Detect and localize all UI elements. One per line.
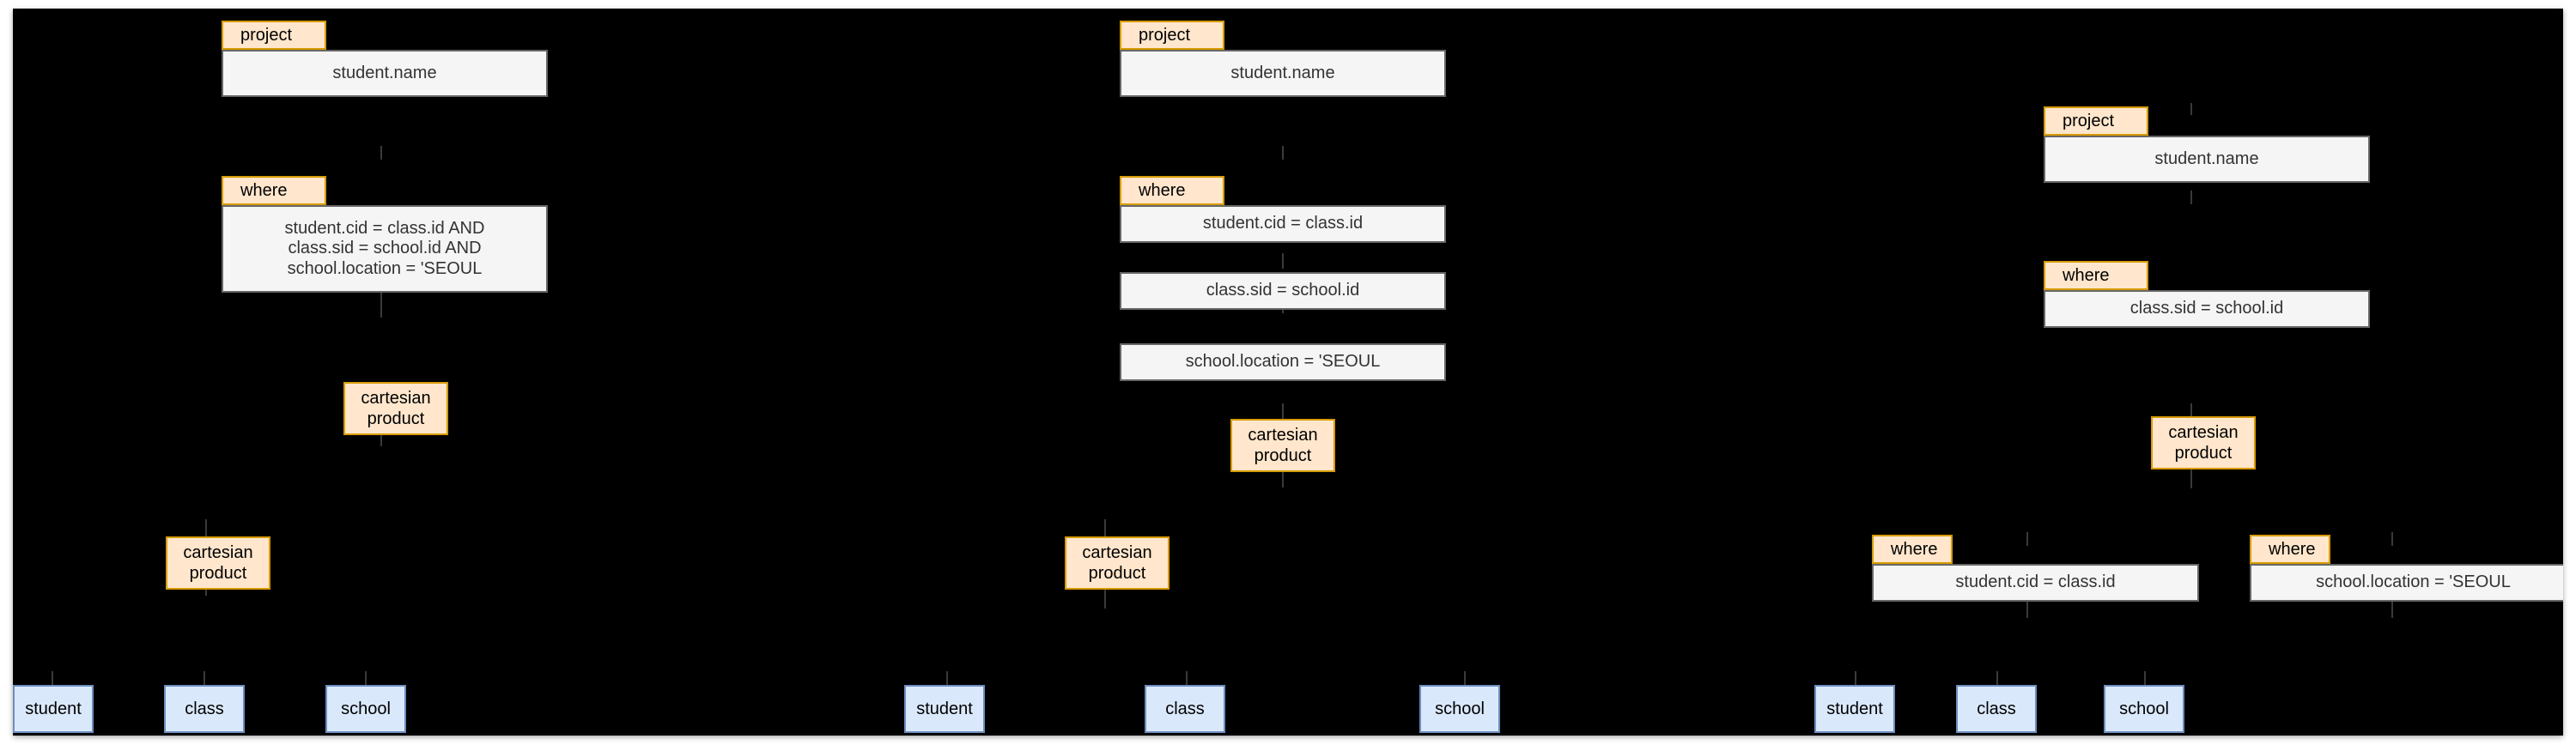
connector-stub [2190,469,2192,488]
plan3-relation-school-label: school [2119,699,2169,718]
plan3-relation-school[interactable]: school [2104,685,2184,733]
plan2-cartesian-lower-line1: cartesian [1082,542,1152,562]
plan3-where-body[interactable]: class.sid = school.id [2044,290,2370,328]
connector-stub [2190,191,2192,204]
plan1-cartesian-upper-line1: cartesian [361,388,431,408]
plan1-relation-school-label: school [341,699,391,718]
plan1-where-predicate-2: class.sid = school.id AND [288,239,482,258]
connector-stub [204,671,205,685]
connector-stub [2026,532,2028,546]
connector-stub [1464,671,1466,685]
plan3-where-join-tab-label: where [1891,540,1938,559]
connector-stub [1282,146,1284,160]
plan2-where-body[interactable]: student.cid = class.id [1120,205,1446,243]
plan3-relation-student[interactable]: student [1814,685,1895,733]
plan3-relation-class-label: class [1977,699,2016,718]
plan2-project-body[interactable]: student.name [1120,50,1446,97]
connector-stub [2144,671,2146,685]
connector-stub [380,146,382,160]
plan1-relation-class-label: class [185,699,224,718]
plan2-project-tab-label: project [1139,26,1191,45]
connector-stub [1282,403,1284,419]
plan2-relation-class-label: class [1165,699,1205,718]
plan2-cartesian-upper-line1: cartesian [1248,425,1318,445]
plan1-relation-school[interactable]: school [325,685,406,733]
plan3-where-filter-tab[interactable]: where [2250,535,2330,564]
connector-stub [52,671,53,685]
plan3-where-join-tab[interactable]: where [1872,535,1953,564]
plan2-where-body-3[interactable]: school.location = 'SEOUL [1120,343,1446,381]
connector-stub [2190,403,2192,417]
plan1-where-predicate-3: school.location = 'SEOUL [287,258,483,278]
plan2-where-predicate-3: school.location = 'SEOUL [1185,352,1381,372]
plan2-where-body-2[interactable]: class.sid = school.id [1120,272,1446,310]
plan3-project-tab-label: project [2063,112,2115,130]
plan2-relation-school-label: school [1435,699,1485,718]
connector-stub [2026,601,2028,618]
plan2-project-expression: student.name [1230,63,1335,82]
connector-stub [1186,671,1188,685]
diagram-canvas[interactable]: project student.name where student.cid =… [13,9,2563,736]
plan2-project-tab[interactable]: project [1120,21,1224,50]
connector-stub [2391,532,2393,546]
plan1-project-tab[interactable]: project [222,21,326,50]
plan1-cartesian-product-upper[interactable]: cartesian product [343,382,448,435]
plan1-project-tab-label: project [240,26,293,45]
plan2-where-predicate-2: class.sid = school.id [1206,281,1360,300]
plan2-where-tab-label: where [1139,181,1186,200]
plan1-relation-class[interactable]: class [164,685,245,733]
plan1-relation-student[interactable]: student [13,685,94,733]
plan3-where-filter-tab-label: where [2269,540,2316,559]
plan2-cartesian-upper-line2: product [1254,446,1312,465]
plan1-project-expression: student.name [332,63,437,82]
plan3-where-predicate: class.sid = school.id [2129,299,2284,318]
connector-stub [1104,519,1106,536]
connector-stub [1282,470,1284,488]
plan2-cartesian-product-upper[interactable]: cartesian product [1230,419,1335,472]
connector-stub [2391,601,2393,618]
plan3-where-tab[interactable]: where [2044,261,2148,290]
plan3-relation-student-label: student [1826,699,1883,718]
plan1-project-body[interactable]: student.name [222,50,548,97]
plan3-where-join-predicate: student.cid = class.id [1955,572,2116,592]
plan1-where-predicate-1: student.cid = class.id AND [284,218,485,238]
plan1-where-body[interactable]: student.cid = class.id AND class.sid = s… [222,205,548,293]
plan3-cartesian-product[interactable]: cartesian product [2151,416,2256,469]
connector-stub [205,519,207,536]
plan1-relation-student-label: student [25,699,82,718]
plan2-relation-student-label: student [916,699,973,718]
plan3-relation-class[interactable]: class [1956,685,2037,733]
connector-stub [1855,671,1856,685]
connector-stub [365,671,367,685]
plan2-where-predicate-1: student.cid = class.id [1202,214,1364,233]
plan3-where-filter-body[interactable]: school.location = 'SEOUL [2250,564,2563,602]
plan3-where-join-body[interactable]: student.cid = class.id [1872,564,2199,602]
plan2-cartesian-product-lower[interactable]: cartesian product [1065,536,1170,590]
connector-stub [946,671,948,685]
connector-stub [1996,671,1998,685]
plan3-cartesian-line1: cartesian [2168,422,2239,442]
plan1-cartesian-upper-line2: product [367,409,425,428]
plan3-where-tab-label: where [2063,266,2110,285]
plan3-where-filter-predicate: school.location = 'SEOUL [2316,572,2511,592]
plan3-project-expression: student.name [2154,148,2259,168]
plan1-cartesian-product-lower[interactable]: cartesian product [166,536,270,590]
plan1-cartesian-lower-line2: product [189,564,247,583]
plan2-relation-school[interactable]: school [1419,685,1500,733]
plan2-relation-student[interactable]: student [904,685,985,733]
plan2-where-tab[interactable]: where [1120,176,1224,205]
plan3-project-body[interactable]: student.name [2044,136,2370,183]
plan1-cartesian-lower-line1: cartesian [183,542,253,562]
connector-stub [380,292,382,318]
plan3-project-tab[interactable]: project [2044,106,2148,136]
connector-stub [1282,253,1284,269]
plan1-where-tab-label: where [240,181,288,200]
plan3-cartesian-line2: product [2174,444,2233,463]
connector-stub [2190,103,2192,115]
plan2-relation-class[interactable]: class [1145,685,1225,733]
plan2-cartesian-lower-line2: product [1088,564,1146,583]
connector-stub [1104,590,1106,609]
plan1-where-tab[interactable]: where [222,176,326,205]
